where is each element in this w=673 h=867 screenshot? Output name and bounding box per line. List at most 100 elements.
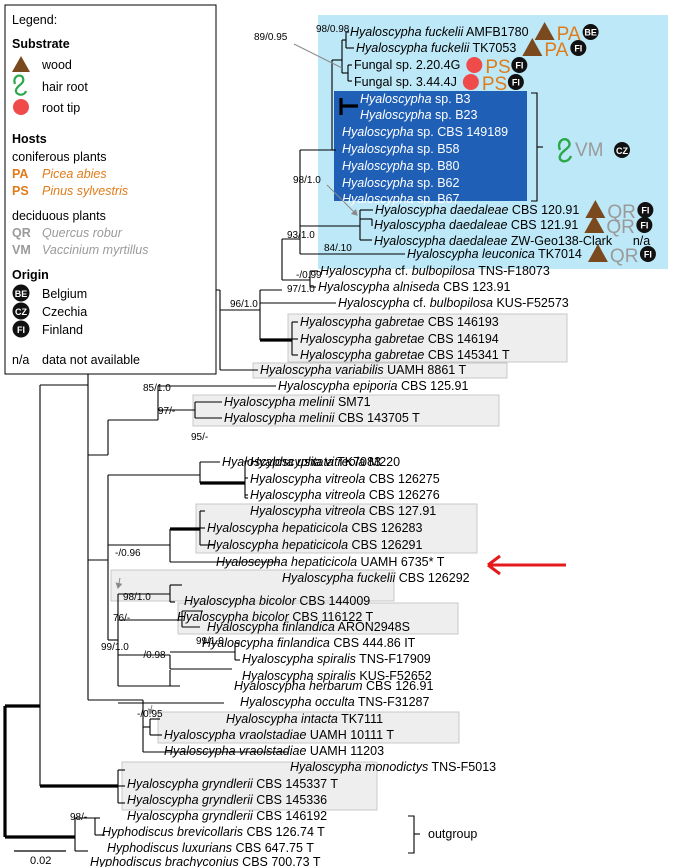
taxon-name: Hyaloscypha daedaleae [374, 218, 507, 232]
taxon-label: Hyaloscypha fuckelii TK7053 [356, 41, 516, 55]
hepaticicola-box [195, 503, 478, 554]
taxon-label: Hyaloscypha sp. B80 [342, 159, 459, 173]
support-value: 98/- [70, 812, 87, 823]
strain-code: TK7083 [334, 455, 381, 469]
origin-badge [511, 57, 528, 73]
strain-code: KUS-F52573 [493, 296, 569, 310]
root-tip-icon [13, 99, 29, 115]
taxon-name: Hyaloscypha [338, 296, 410, 310]
taxon-label: Hyaloscypha spiralis KUS-F52652 [242, 669, 432, 683]
cz-name: Czechia [42, 305, 87, 319]
strain-code: CBS 146193 [424, 315, 498, 329]
strain-code: CBS 149189 [434, 125, 508, 139]
strain-code: SM71 [334, 395, 370, 409]
support-value: 93/1.0 [287, 230, 315, 241]
support-values: 89/0.9598/0.9898/1.093/1.084/.10-/0.9997… [70, 24, 352, 823]
strain-code: CBS 146194 [424, 332, 498, 346]
support-leader [115, 577, 123, 589]
taxon-label: Hyaloscypha gabretae CBS 146194 [300, 332, 499, 346]
strain-code: UAMH 10111 T [306, 728, 394, 742]
wood-icon [585, 200, 606, 218]
strain-code: CBS 126276 [365, 488, 439, 502]
taxon-name: Hyaloscypha gryndlerii [127, 793, 254, 807]
na-label: data not available [42, 353, 140, 367]
taxon-name: Hyaloscypha fuckelii [356, 41, 470, 55]
fi-name: Finland [42, 323, 83, 337]
strain-code: TK7053 [469, 41, 516, 55]
wood-icon [12, 56, 30, 72]
support-leader [147, 704, 155, 715]
support-value: 85/1.0 [143, 383, 171, 394]
host-code: QR [607, 202, 636, 223]
strain-code: UAMH 8861 T [384, 363, 467, 377]
taxon-name: Hyaloscypha alniseda [318, 280, 440, 294]
taxon-label: Hyaloscypha herbarum CBS 126.91 [234, 679, 433, 693]
taxon-label: Hyaloscypha gryndlerii CBS 145337 T [127, 777, 338, 791]
taxon-label: Hyaloscypha sp. B67 [342, 192, 459, 206]
taxon-name: Hyphodiscus brevicollaris [102, 825, 243, 839]
taxon-name: Hyaloscypha vitreola [250, 488, 365, 502]
gabretae-box [287, 313, 568, 363]
taxon-label: Hyaloscypha gabretae CBS 145341 T [300, 348, 510, 362]
taxon-label: Hyaloscypha vitreola CBS 126276 [250, 488, 440, 502]
host-code: PA [544, 40, 568, 61]
taxon-label: Hyaloscypha sp. B3 [360, 92, 471, 106]
clade-annotations: VM CZ outgroup [115, 43, 630, 854]
origin-code: FI [641, 206, 649, 216]
origin-code: BE [584, 28, 597, 38]
taxon-label: Hyaloscypha vraolstadiae UAMH 11203 [164, 744, 384, 758]
origin-badge [582, 24, 599, 40]
support-value: 98/1.0 [123, 592, 151, 603]
taxon-name: Hyaloscypha [342, 125, 414, 139]
taxon-name: Hyaloscypha vitreola [250, 455, 365, 469]
legend-frame [4, 4, 217, 375]
finlandica-box [177, 602, 459, 635]
taxon-label: Hyaloscypha hepaticicola CBS 126291 [207, 538, 422, 552]
strain-code: CBS 126283 [348, 521, 422, 535]
taxon-label: Hyaloscypha vitreola CBS 127.91 [250, 504, 436, 518]
taxon-name: Hyaloscypha fuckelii [350, 25, 464, 39]
taxon-name: Hyaloscypha occulta [240, 695, 355, 709]
pa-code: PA [12, 167, 28, 181]
be-code: BE [15, 289, 28, 299]
fi-code: FI [17, 325, 25, 335]
taxon-label: Hyaloscypha leuconica TK7014 [407, 247, 582, 261]
support-value: -/0.95 [137, 709, 163, 720]
taxon-label: Hyaloscypha variabilis UAMH 8861 T [260, 363, 466, 377]
root-tip-label: root tip [42, 101, 80, 115]
scale-bar-label: 0.02 [30, 855, 51, 867]
strain-code: ZW-Geo138-Clark [507, 234, 612, 248]
qr-code: QR [12, 226, 31, 240]
wood-icon [584, 215, 605, 233]
ps-code: PS [12, 184, 29, 198]
taxon-name: Hyaloscypha melinii [224, 411, 336, 425]
taxon-name: Hyaloscypha hepaticicola [216, 555, 357, 569]
taxon-name: Hyaloscypha vraolstadiae [164, 744, 306, 758]
taxon-label: Hyaloscypha vraolstadiae UAMH 10111 T [164, 728, 394, 742]
substrate-heading: Substrate [12, 37, 70, 51]
wood-icon [522, 38, 543, 56]
taxon-name: Hyaloscypha herbarum [234, 679, 363, 693]
origin-badge [636, 217, 653, 233]
taxon-name: Hyaloscypha epiporia [278, 379, 398, 393]
support-value: 97/1.0 [287, 284, 315, 295]
deciduous-label: deciduous plants [12, 209, 106, 223]
strain-code: TNS-F18073 [475, 264, 550, 278]
vm-host-code: VM [575, 140, 604, 161]
taxon-label: Hyaloscypha finlandica ARON2948S [207, 620, 410, 634]
strain-code: CBS 126292 [395, 571, 469, 585]
support-value: 95/- [191, 432, 208, 443]
taxon-name: Hyaloscypha bicolor [184, 594, 297, 608]
taxon-name: Hyaloscypha [360, 108, 432, 122]
taxon-label: Hyaloscypha gabretae CBS 146193 [300, 315, 499, 329]
origin-code: FI [574, 44, 582, 54]
strain-code: ARON2948S [335, 620, 410, 634]
support-value: -/0.99 [296, 270, 322, 281]
gryndlerii-box [121, 761, 378, 811]
pa-name: Picea abies [42, 167, 107, 181]
taxon-label: Hyphodiscus brevicollaris CBS 126.74 T [102, 825, 325, 839]
origin-heading: Origin [12, 268, 49, 282]
taxon-label: Hyaloscypha bicolor CBS 116122 T [177, 610, 374, 624]
strain-code: UAMH 11203 [306, 744, 384, 758]
